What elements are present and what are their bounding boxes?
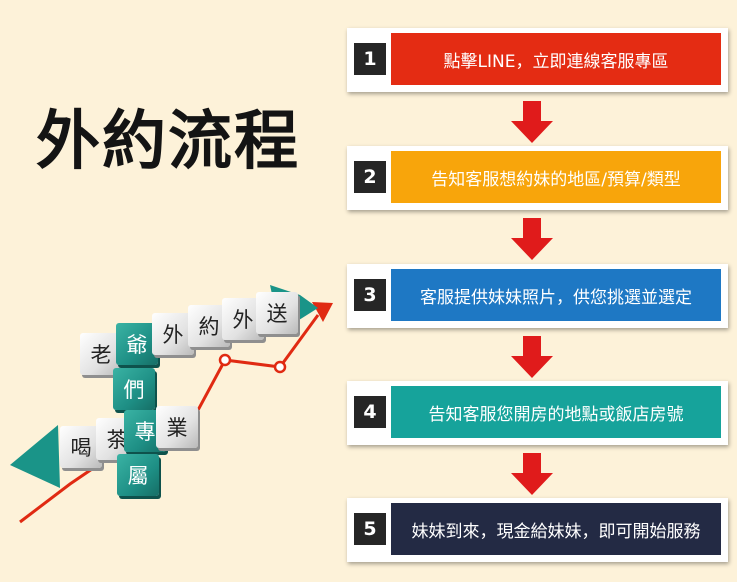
cube: 送 bbox=[256, 292, 298, 334]
step-4: 4 告知客服您開房的地點或飯店房號 bbox=[347, 381, 728, 445]
down-arrow-icon bbox=[511, 218, 553, 260]
cube-arrow-illustration: 老 爺 外 約 外 送 們 喝 茶 專 業 屬 bbox=[0, 270, 345, 530]
step-text: 告知客服您開房的地點或飯店房號 bbox=[391, 386, 721, 438]
cube: 爺 bbox=[116, 323, 158, 365]
step-text: 客服提供妹妹照片，供您挑選並選定 bbox=[391, 269, 721, 321]
step-number: 2 bbox=[354, 161, 386, 193]
cube: 喝 bbox=[60, 426, 102, 468]
cube: 業 bbox=[156, 406, 198, 448]
page-title: 外約流程 bbox=[36, 105, 300, 179]
down-arrow-icon bbox=[511, 336, 553, 378]
step-2: 2 告知客服想約妹的地區/預算/類型 bbox=[347, 146, 728, 210]
cube: 外 bbox=[152, 313, 194, 355]
step-text: 點擊LINE，立即連線客服專區 bbox=[391, 33, 721, 85]
cube: 老 bbox=[80, 333, 122, 375]
down-arrow-icon bbox=[511, 453, 553, 495]
step-number: 5 bbox=[354, 513, 386, 545]
step-3: 3 客服提供妹妹照片，供您挑選並選定 bbox=[347, 264, 728, 328]
step-text: 告知客服想約妹的地區/預算/類型 bbox=[391, 151, 721, 203]
down-arrow-icon bbox=[511, 101, 553, 143]
step-5: 5 妹妹到來，現金給妹妹，即可開始服務 bbox=[347, 498, 728, 562]
step-number: 3 bbox=[354, 279, 386, 311]
cube: 們 bbox=[113, 368, 155, 410]
step-number: 4 bbox=[354, 396, 386, 428]
step-1: 1 點擊LINE，立即連線客服專區 bbox=[347, 28, 728, 92]
step-number: 1 bbox=[354, 43, 386, 75]
step-text: 妹妹到來，現金給妹妹，即可開始服務 bbox=[391, 503, 721, 555]
cube: 屬 bbox=[117, 454, 159, 496]
